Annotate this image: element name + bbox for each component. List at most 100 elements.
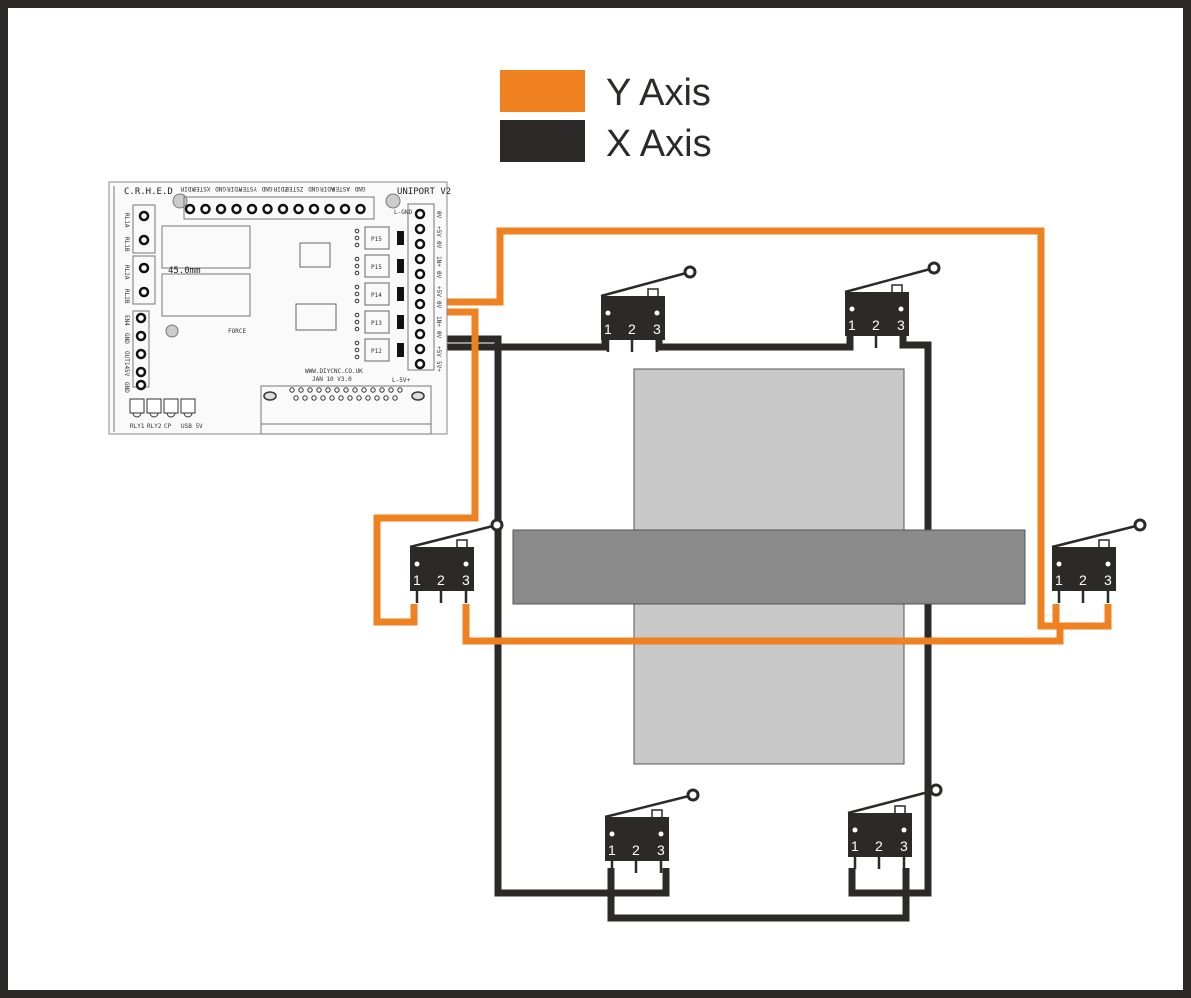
pin-dot [654, 310, 660, 316]
header-pin [293, 203, 304, 215]
switch-lever [604, 793, 694, 819]
switch-lever [844, 266, 935, 294]
pin-label-2: 2 [875, 838, 883, 854]
board-url: WWW.DIYCNC.CO.UK [305, 368, 363, 375]
terminal-pin [414, 343, 426, 355]
db-pin [352, 387, 358, 393]
terminal-pin [138, 234, 150, 246]
terminal-pin [414, 328, 426, 340]
pin-dot [463, 561, 469, 567]
pin-label-3: 3 [900, 838, 908, 854]
terminal-pin [138, 262, 150, 274]
module-label: P12 [371, 348, 382, 355]
gnd-label: L-GND [394, 209, 412, 216]
terminal-pin [414, 223, 426, 235]
header-pin [339, 203, 351, 215]
terminal-label: RL1B [123, 237, 130, 252]
module-label: P13 [371, 320, 382, 327]
led-label: USB 5V [181, 423, 203, 430]
db-pin [320, 395, 326, 401]
board-name: UNIPORT V2 [397, 187, 451, 197]
db-pin [365, 395, 371, 401]
header-label: GND [261, 185, 272, 192]
terminal-pin [414, 298, 426, 310]
header-label: ZDIR [273, 185, 288, 192]
db-pin [392, 395, 398, 401]
db-pin [338, 395, 344, 401]
terminal-pin [135, 330, 147, 342]
force-label: FORCE [228, 328, 246, 335]
switch-lever [409, 523, 498, 549]
pin-dot [414, 561, 420, 567]
db-pin [329, 395, 335, 401]
db-pin [383, 395, 389, 401]
header-label: GND [308, 185, 319, 192]
terminal-pin [414, 238, 426, 250]
pin-dot [605, 310, 611, 316]
header-pin [246, 203, 258, 215]
db-pin [325, 387, 331, 393]
lever-roller [490, 518, 504, 532]
pin-module [364, 282, 390, 306]
terminal-pin [138, 286, 150, 298]
db-pin [347, 395, 353, 401]
terminal-pin [414, 268, 426, 280]
pin-dot [609, 831, 615, 837]
header-pin [324, 203, 335, 215]
terminal-label: +5V [435, 346, 442, 357]
pin-module [364, 226, 390, 250]
pin-label-1: 1 [413, 572, 421, 588]
gantry [512, 529, 1026, 605]
switch-body [601, 296, 665, 340]
terminal-pin [135, 379, 147, 391]
legend-swatch-y-axis [500, 70, 585, 112]
header-pin [200, 203, 211, 215]
terminal-label: 5V+ [435, 361, 442, 372]
lever-roller [1133, 518, 1147, 532]
header-pin [215, 203, 227, 215]
header-pin [355, 203, 366, 215]
switch-plunger [891, 284, 903, 294]
pin-dot [1105, 561, 1111, 567]
db-pin [356, 395, 362, 401]
pin-label-1: 1 [1055, 572, 1063, 588]
switch-body [848, 813, 912, 857]
pin-label-2: 2 [628, 321, 636, 337]
header-label: ADIR [320, 185, 335, 192]
lever-roller [929, 783, 943, 797]
db-pin [379, 387, 385, 393]
pin-label-1: 1 [851, 838, 859, 854]
db-pin [361, 387, 367, 393]
pin-label-3: 3 [1104, 572, 1112, 588]
db-pin [298, 387, 304, 393]
terminal-label: 0V [435, 301, 442, 309]
led-label: RLY1 [130, 423, 145, 430]
v5-label: L-5V+ [392, 377, 410, 384]
pin-label-2: 2 [872, 317, 880, 333]
led-label: CP [164, 423, 172, 430]
db-pin [289, 387, 295, 393]
terminal-pin [414, 358, 426, 370]
terminal-label: +5V [435, 286, 442, 297]
switch-body [1052, 547, 1116, 591]
db-pin [343, 387, 349, 393]
switch-plunger [1098, 539, 1110, 549]
terminal-label: 1N+ [435, 316, 442, 327]
terminal-label: OUT14 [123, 351, 130, 369]
switch-body [410, 547, 474, 591]
led-label: RLY2 [147, 423, 162, 430]
pin-module [364, 254, 390, 278]
pin-dot [849, 306, 855, 312]
led [180, 398, 196, 414]
y-axis-wiring [373, 227, 1112, 645]
lever-roller [927, 261, 941, 275]
